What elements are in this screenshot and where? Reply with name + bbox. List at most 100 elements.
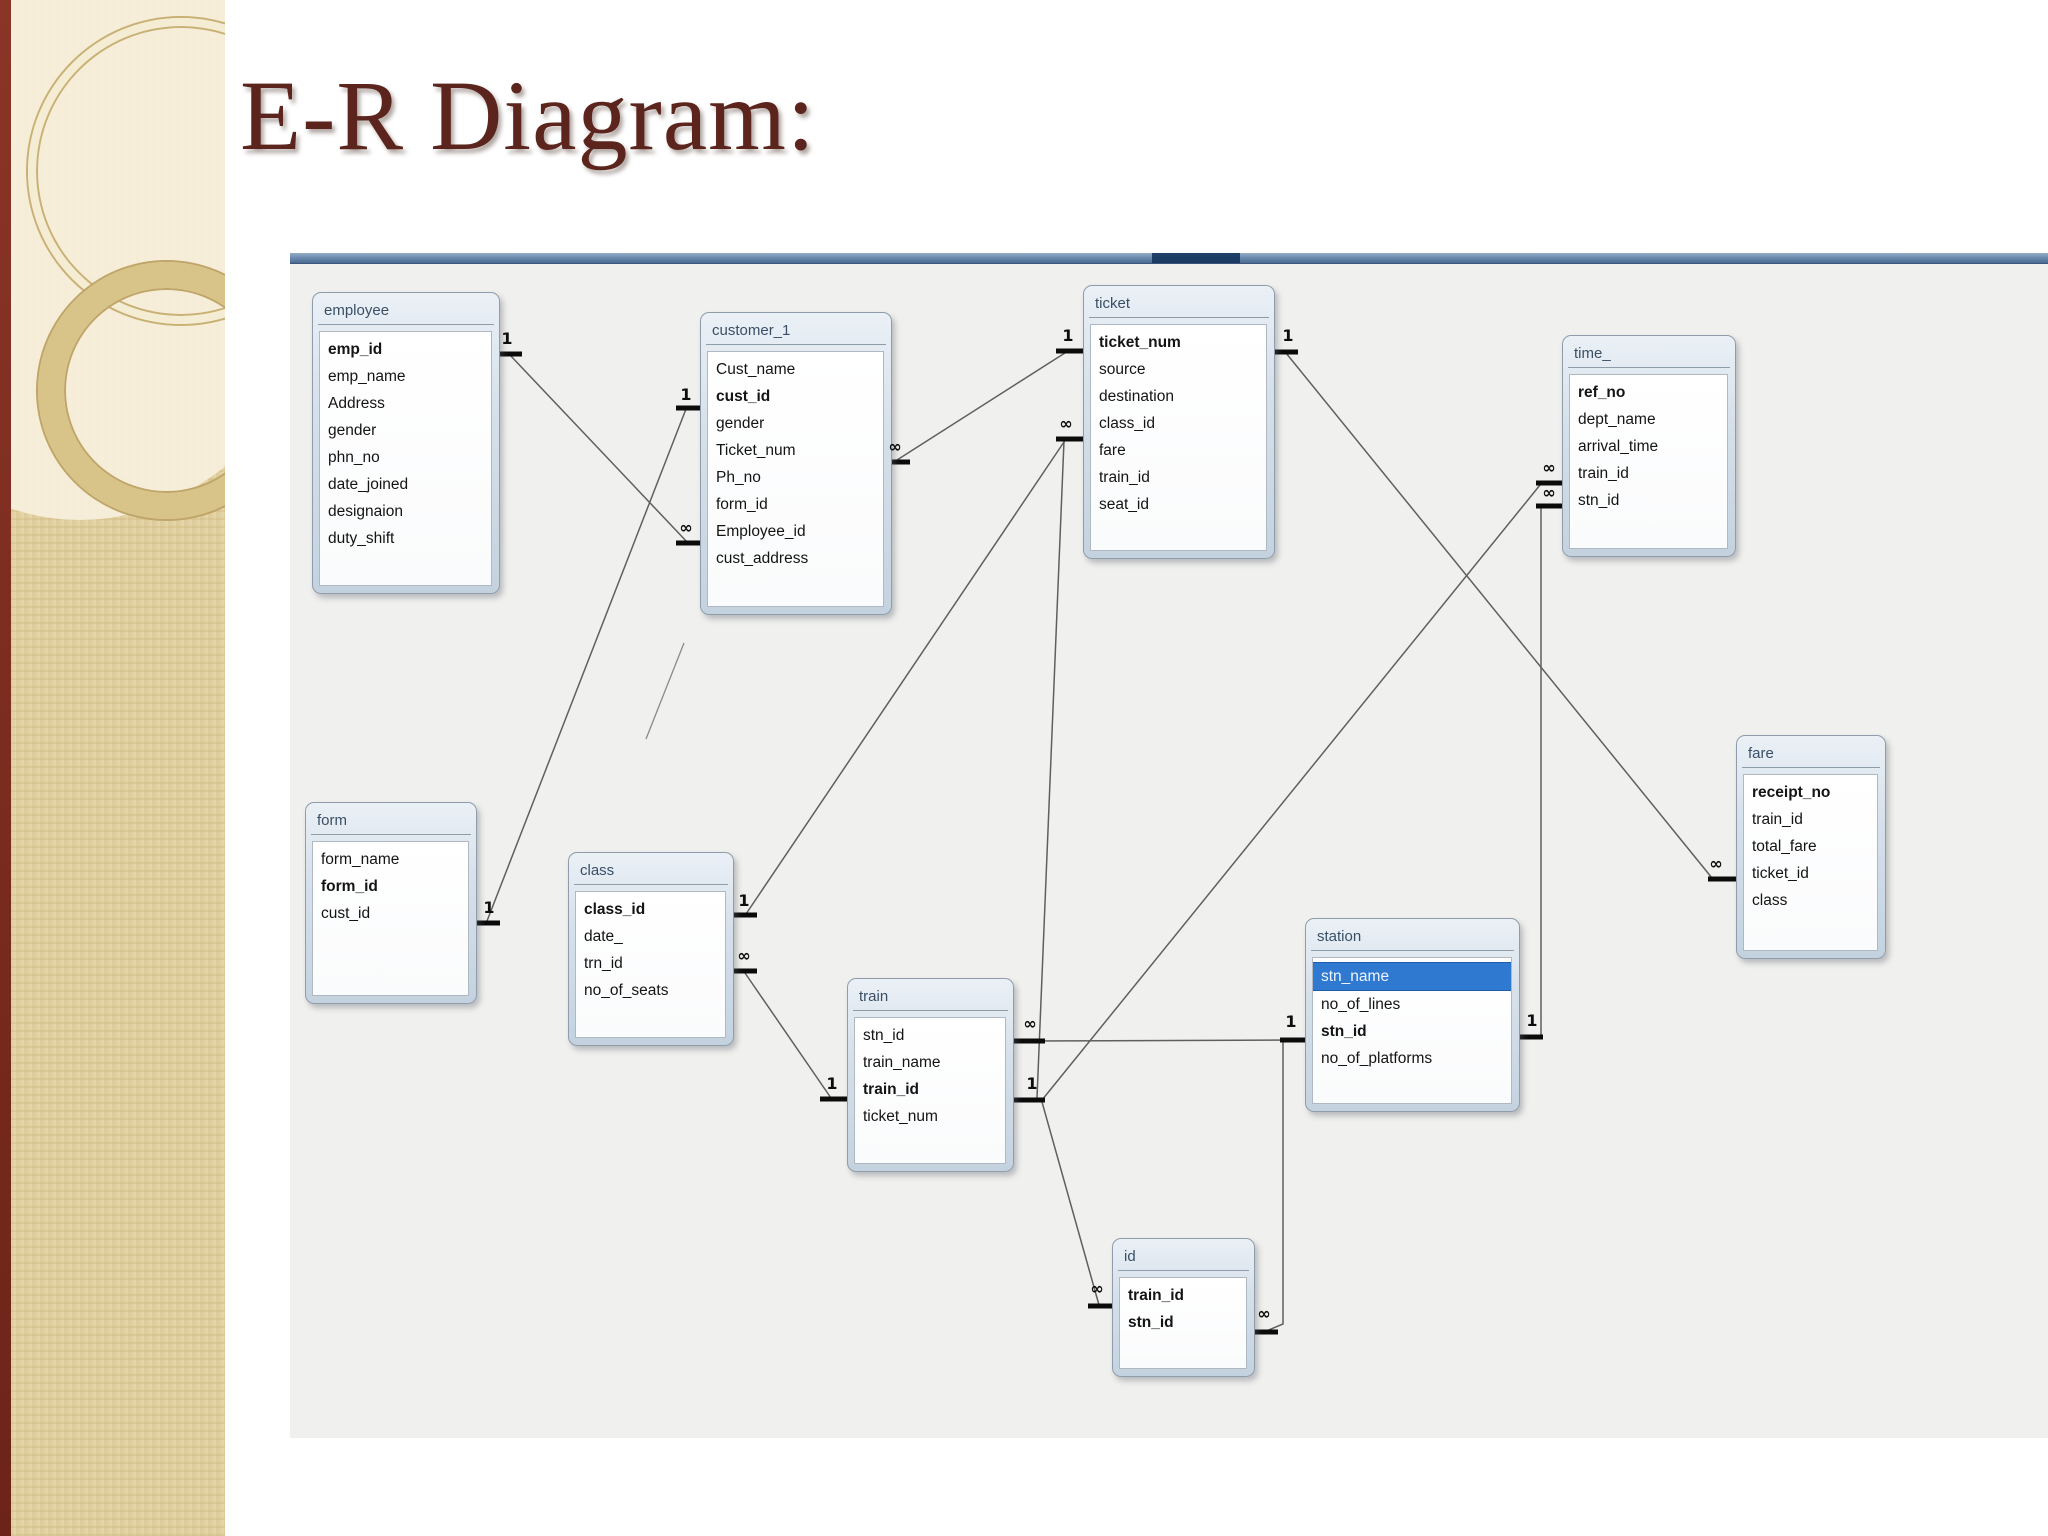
table-time[interactable]: time_ ref_no dept_name arrival_time trai…: [1562, 335, 1736, 557]
table-station-title: station: [1311, 919, 1514, 951]
cardinality-label: ∞: [1023, 1014, 1037, 1033]
cardinality-label: 1: [1062, 326, 1074, 345]
cardinality-label: 1: [1026, 1074, 1038, 1093]
table-ticket[interactable]: ticket ticket_num source destination cla…: [1083, 285, 1275, 559]
table-ticket-title: ticket: [1089, 286, 1269, 318]
table-time-fields: ref_no dept_name arrival_time train_id s…: [1569, 374, 1728, 549]
cardinality-label: 1: [826, 1074, 838, 1093]
cardinality-label: 1: [1526, 1011, 1538, 1030]
field-cust_name[interactable]: Cust_name: [716, 361, 796, 378]
field-form_id[interactable]: form_id: [716, 496, 768, 513]
sidebar-decoration: [0, 0, 225, 1536]
field-phn_no[interactable]: phn_no: [328, 449, 380, 466]
table-ticket-fields: ticket_num source destination class_id f…: [1090, 324, 1267, 551]
field-gender[interactable]: gender: [328, 422, 377, 439]
page-title: E-R Diagram:: [240, 60, 816, 171]
table-id-title: id: [1118, 1239, 1249, 1271]
table-train-title: train: [853, 979, 1008, 1011]
table-station-fields: stn_name no_of_lines stn_id no_of_platfo…: [1312, 957, 1512, 1104]
field-stn_id[interactable]: stn_id: [1578, 492, 1620, 509]
field-cust_id[interactable]: cust_id: [321, 905, 371, 922]
table-class[interactable]: class class_id date_ trn_id no_of_seats: [568, 852, 734, 1046]
diagram-top-bar: [290, 253, 2048, 264]
field-trn_id[interactable]: trn_id: [584, 955, 623, 972]
cardinality-label: 1: [1282, 326, 1294, 345]
field-train_id[interactable]: train_id: [1099, 469, 1150, 486]
field-stn_id[interactable]: stn_id: [1128, 1314, 1174, 1331]
cardinality-label: 1: [501, 329, 513, 348]
table-class-fields: class_id date_ trn_id no_of_seats: [575, 891, 726, 1038]
cardinality-label: 1: [738, 891, 750, 910]
field-date_joined[interactable]: date_joined: [328, 476, 409, 493]
field-arrival_time[interactable]: arrival_time: [1578, 438, 1659, 455]
field-dept_name[interactable]: dept_name: [1578, 411, 1656, 428]
cardinality-label: ∞: [1542, 483, 1556, 502]
field-source[interactable]: source: [1099, 361, 1146, 378]
table-train-fields: stn_id train_name train_id ticket_num: [854, 1017, 1006, 1164]
cardinality-label: ∞: [1709, 854, 1723, 873]
field-emp_id[interactable]: emp_id: [328, 341, 383, 358]
field-train_id[interactable]: train_id: [1128, 1287, 1184, 1304]
field-train_id[interactable]: train_id: [1578, 465, 1629, 482]
left-accent-strip: [0, 0, 11, 1536]
field-no_of_seats[interactable]: no_of_seats: [584, 982, 669, 999]
table-form[interactable]: form form_name form_id cust_id: [305, 802, 477, 1004]
table-fare-fields: receipt_no train_id total_fare ticket_id…: [1743, 774, 1878, 951]
field-train_id[interactable]: train_id: [863, 1081, 919, 1098]
field-seat_id[interactable]: seat_id: [1099, 496, 1149, 513]
table-fare-title: fare: [1742, 736, 1880, 768]
field-stn_id[interactable]: stn_id: [863, 1027, 905, 1044]
table-fare[interactable]: fare receipt_no train_id total_fare tick…: [1736, 735, 1886, 959]
field-duty_shift[interactable]: duty_shift: [328, 530, 395, 547]
field-ref_no[interactable]: ref_no: [1578, 384, 1626, 401]
field-address[interactable]: Address: [328, 395, 385, 412]
cardinality-label: 1: [680, 385, 692, 404]
field-no_of_platforms[interactable]: no_of_platforms: [1321, 1050, 1433, 1067]
table-employee[interactable]: employee emp_id emp_name Address gender …: [312, 292, 500, 594]
field-ticket_id[interactable]: ticket_id: [1752, 865, 1809, 882]
cardinality-label: 1: [483, 898, 495, 917]
field-class_id[interactable]: class_id: [1099, 415, 1155, 432]
table-class-title: class: [574, 853, 728, 885]
field-cust_address[interactable]: cust_address: [716, 550, 809, 567]
table-employee-title: employee: [318, 293, 494, 325]
table-station[interactable]: station stn_name no_of_lines stn_id no_o…: [1305, 918, 1520, 1112]
cardinality-label: ∞: [1542, 458, 1556, 477]
field-designaion[interactable]: designaion: [328, 503, 403, 520]
table-customer_1[interactable]: customer_1 Cust_name cust_id gender Tick…: [700, 312, 892, 615]
field-stn_id[interactable]: stn_id: [1321, 1023, 1367, 1040]
field-cust_id[interactable]: cust_id: [716, 388, 771, 405]
field-total_fare[interactable]: total_fare: [1752, 838, 1817, 855]
cardinality-label: ∞: [679, 518, 693, 537]
field-destination[interactable]: destination: [1099, 388, 1174, 405]
table-employee-fields: emp_id emp_name Address gender phn_no da…: [319, 331, 492, 586]
field-train_name[interactable]: train_name: [863, 1054, 941, 1071]
field-fare[interactable]: fare: [1099, 442, 1126, 459]
cardinality-label: 1: [1285, 1012, 1297, 1031]
table-train[interactable]: train stn_id train_name train_id ticket_…: [847, 978, 1014, 1172]
field-form_name[interactable]: form_name: [321, 851, 400, 868]
field-employee_id[interactable]: Employee_id: [716, 523, 806, 540]
field-emp_name[interactable]: emp_name: [328, 368, 406, 385]
field-gender[interactable]: gender: [716, 415, 765, 432]
table-id[interactable]: id train_id stn_id: [1112, 1238, 1255, 1377]
field-ticket_num[interactable]: Ticket_num: [716, 442, 796, 459]
field-class_id[interactable]: class_id: [584, 901, 646, 918]
table-id-fields: train_id stn_id: [1119, 1277, 1247, 1369]
table-customer_1-fields: Cust_name cust_id gender Ticket_num Ph_n…: [707, 351, 884, 607]
field-receipt_no[interactable]: receipt_no: [1752, 784, 1831, 801]
cardinality-label: ∞: [737, 946, 751, 965]
table-form-title: form: [311, 803, 471, 835]
top-bar-dark-patch: [1152, 253, 1240, 263]
field-ticket_num[interactable]: ticket_num: [863, 1108, 938, 1125]
field-form_id[interactable]: form_id: [321, 878, 378, 895]
field-stn_name-selected[interactable]: stn_name: [1313, 962, 1511, 991]
field-ticket_num[interactable]: ticket_num: [1099, 334, 1181, 351]
field-no_of_lines[interactable]: no_of_lines: [1321, 996, 1401, 1013]
field-ph_no[interactable]: Ph_no: [716, 469, 761, 486]
field-train_id[interactable]: train_id: [1752, 811, 1803, 828]
field-date_[interactable]: date_: [584, 928, 623, 945]
field-class[interactable]: class: [1752, 892, 1788, 909]
cardinality-label: ∞: [1059, 414, 1073, 433]
